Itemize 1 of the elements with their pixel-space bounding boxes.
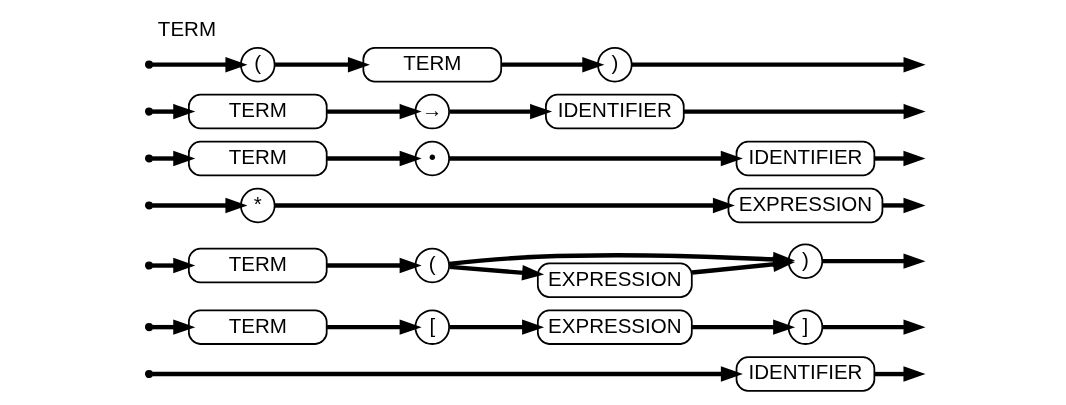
diagram-title: TERM [157,17,216,41]
